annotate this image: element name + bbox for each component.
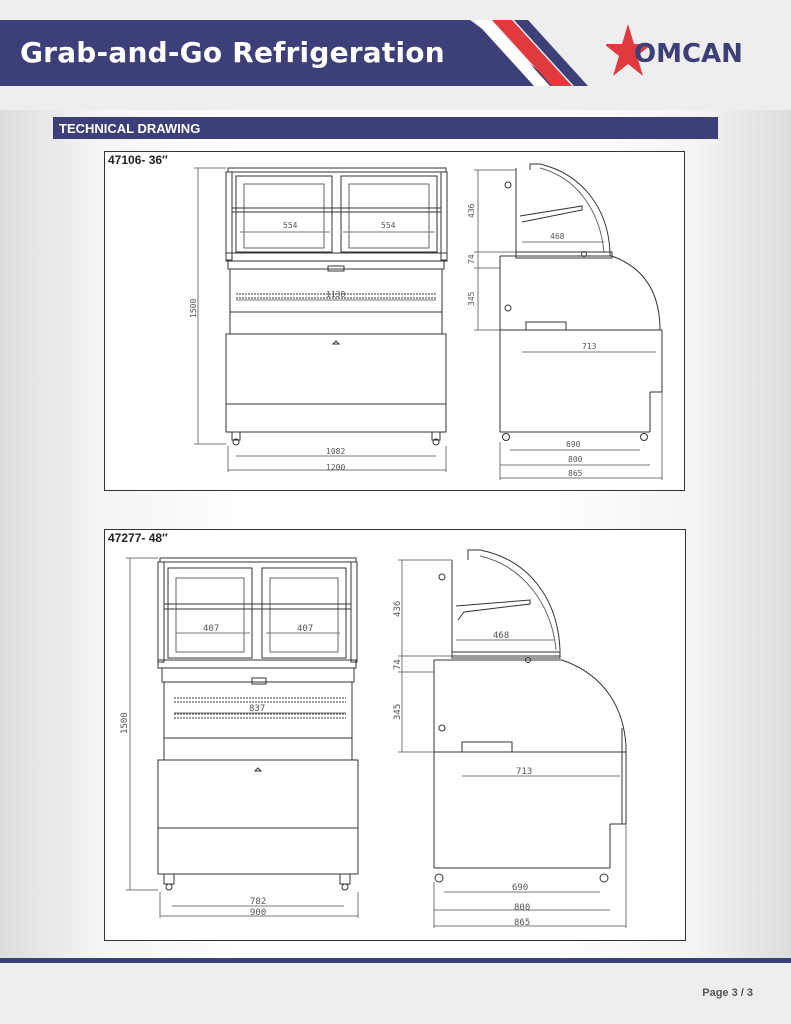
- dim-top-height-1: 436: [467, 203, 476, 218]
- dim-caster-span-2: 782: [250, 897, 266, 907]
- brand-wordmark: OMCAN: [634, 39, 743, 69]
- dim-body-depth-2: 800: [514, 903, 530, 913]
- dim-shelf-left-2: 407: [203, 624, 219, 634]
- dim-lower-height-1: 345: [467, 291, 476, 306]
- dim-overall-width-2: 900: [250, 908, 266, 918]
- front-view-1: [194, 167, 448, 472]
- footer-line: [0, 958, 791, 963]
- side-view-1: [474, 163, 663, 480]
- dim-shelf-right-2: 407: [297, 624, 313, 634]
- header-stripes: [474, 20, 588, 86]
- page-title: Grab-and-Go Refrigeration: [20, 36, 445, 69]
- dim-lower-height-2: 345: [393, 704, 403, 720]
- blue-stripe: [514, 20, 588, 86]
- dim-shelf-depth-1: 468: [550, 232, 565, 241]
- footer: [0, 963, 791, 1024]
- dim-mid-height-2: 74: [393, 659, 403, 670]
- side-view-2: [398, 549, 627, 928]
- dim-caster-depth-1: 690: [566, 440, 581, 449]
- dim-caster-span-1: 1082: [326, 447, 345, 456]
- star-icon: [604, 24, 652, 76]
- dim-shelf-depth-2: 468: [493, 631, 509, 641]
- drawing-panel-2: [104, 529, 686, 941]
- dim-overall-width-1: 1200: [326, 463, 345, 472]
- front-view-2: [126, 557, 359, 918]
- dim-overall-depth-1: 865: [568, 469, 583, 478]
- dim-shelf-left-1: 554: [283, 221, 298, 230]
- dim-top-height-2: 436: [393, 601, 403, 617]
- dim-height-1: 1500: [189, 299, 198, 318]
- dim-base-depth-2: 713: [516, 767, 532, 777]
- page-number: Page 3 / 3: [702, 987, 753, 999]
- dim-interior-2: 837: [249, 704, 265, 714]
- red-stripe: [492, 20, 572, 86]
- section-bar: [53, 117, 718, 139]
- dim-overall-depth-2: 865: [514, 918, 530, 928]
- dim-body-depth-1: 800: [568, 455, 583, 464]
- title-band: [0, 20, 560, 86]
- dim-base-depth-1: 713: [582, 342, 597, 351]
- dim-height-2: 1500: [120, 712, 130, 734]
- white-stripe: [474, 20, 550, 86]
- model-label-1: 47106- 36″: [108, 153, 168, 167]
- model-label-2: 47277- 48″: [108, 531, 168, 545]
- brand-logo: OMCAN: [604, 22, 774, 84]
- dim-interior-1: 1138: [326, 290, 345, 299]
- dim-shelf-right-1: 554: [381, 221, 396, 230]
- section-title: TECHNICAL DRAWING: [59, 121, 201, 136]
- dim-caster-depth-2: 690: [512, 883, 528, 893]
- dim-mid-height-1: 74: [467, 254, 476, 264]
